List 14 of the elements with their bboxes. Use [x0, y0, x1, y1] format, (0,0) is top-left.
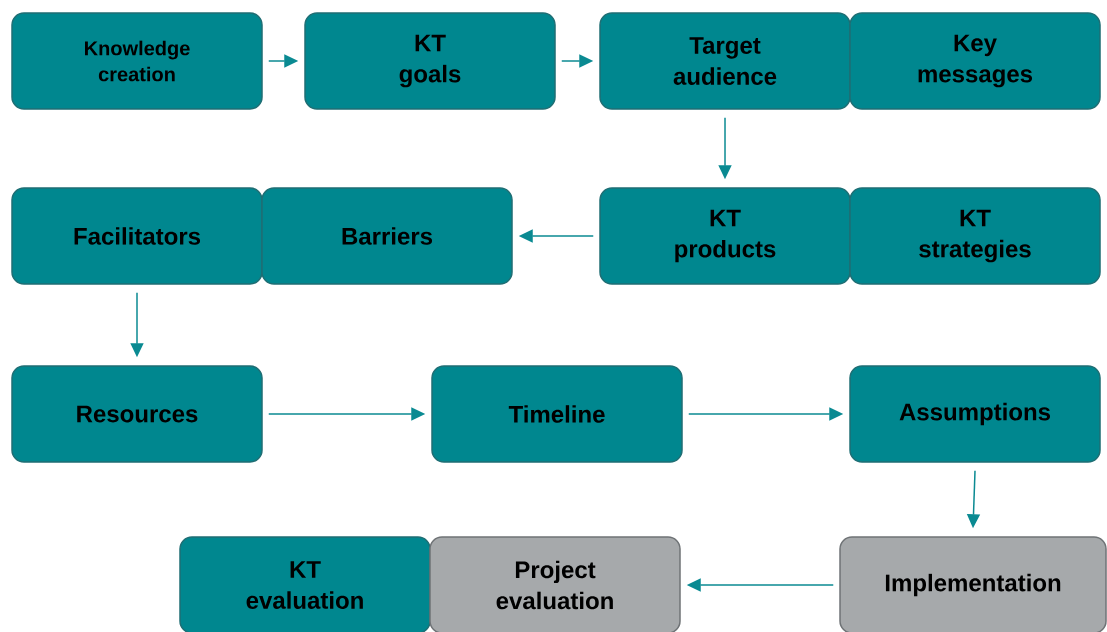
process-box: Knowledge creation: [11, 12, 263, 110]
process-box: Assumptions: [849, 365, 1101, 463]
process-box: KT strategies: [849, 187, 1101, 285]
process-box: KT products: [599, 187, 851, 285]
process-box: Implementation: [839, 536, 1107, 632]
process-box: Barriers: [261, 187, 513, 285]
process-box: KT goals: [304, 12, 556, 110]
process-box: Project evaluation: [429, 536, 681, 632]
process-box: Resources: [11, 365, 263, 463]
process-box: Key messages: [849, 12, 1101, 110]
process-box: Timeline: [431, 365, 683, 463]
process-box: Facilitators: [11, 187, 263, 285]
process-box: Target audience: [599, 12, 851, 110]
process-box: KT evaluation: [179, 536, 431, 632]
